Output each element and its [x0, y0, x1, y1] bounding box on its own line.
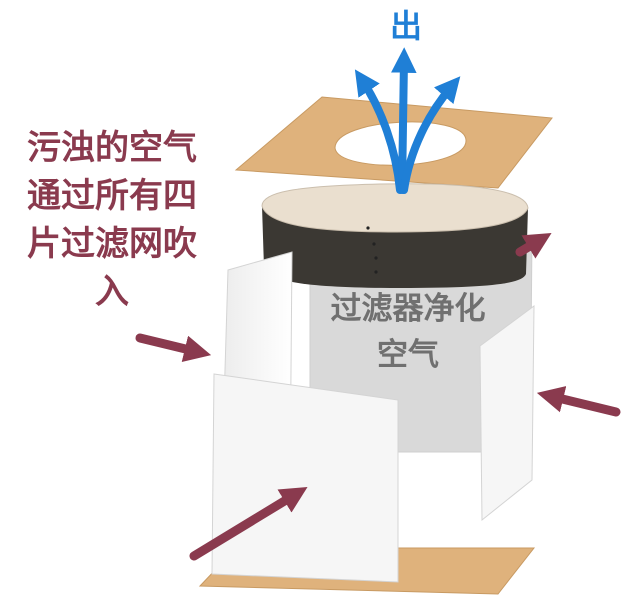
outlet-arrow-right: [400, 76, 461, 194]
intake-caption-line: 入: [95, 272, 129, 312]
intake-caption-line: 通过所有四: [27, 176, 197, 216]
intake-arrow-front: [189, 486, 308, 561]
intake-caption: 污浊的空气 通过所有四 片过滤网吹 入: [4, 124, 220, 316]
top-cardboard-panel: [234, 96, 553, 189]
filter-caption-line: 过滤器净化: [330, 291, 486, 327]
fan-unit: [261, 183, 529, 288]
intake-caption-line: 片过滤网吹: [27, 224, 197, 264]
front-filter-panel: [211, 373, 399, 583]
right-filter-panel: [479, 304, 535, 522]
filter-caption: 过滤器净化 空气: [308, 286, 508, 378]
outlet-label: 出: [389, 7, 422, 45]
outlet-arrow-center: [391, 47, 417, 194]
outlet-arrows: [354, 47, 461, 194]
intake-caption-line: 污浊的空气: [27, 128, 197, 168]
filter-caption-line: 空气: [377, 337, 439, 373]
intake-arrow-right: [536, 386, 621, 417]
intake-arrow-left: [135, 333, 212, 362]
intake-arrows: [135, 233, 621, 561]
intake-arrow-back: [515, 233, 552, 259]
